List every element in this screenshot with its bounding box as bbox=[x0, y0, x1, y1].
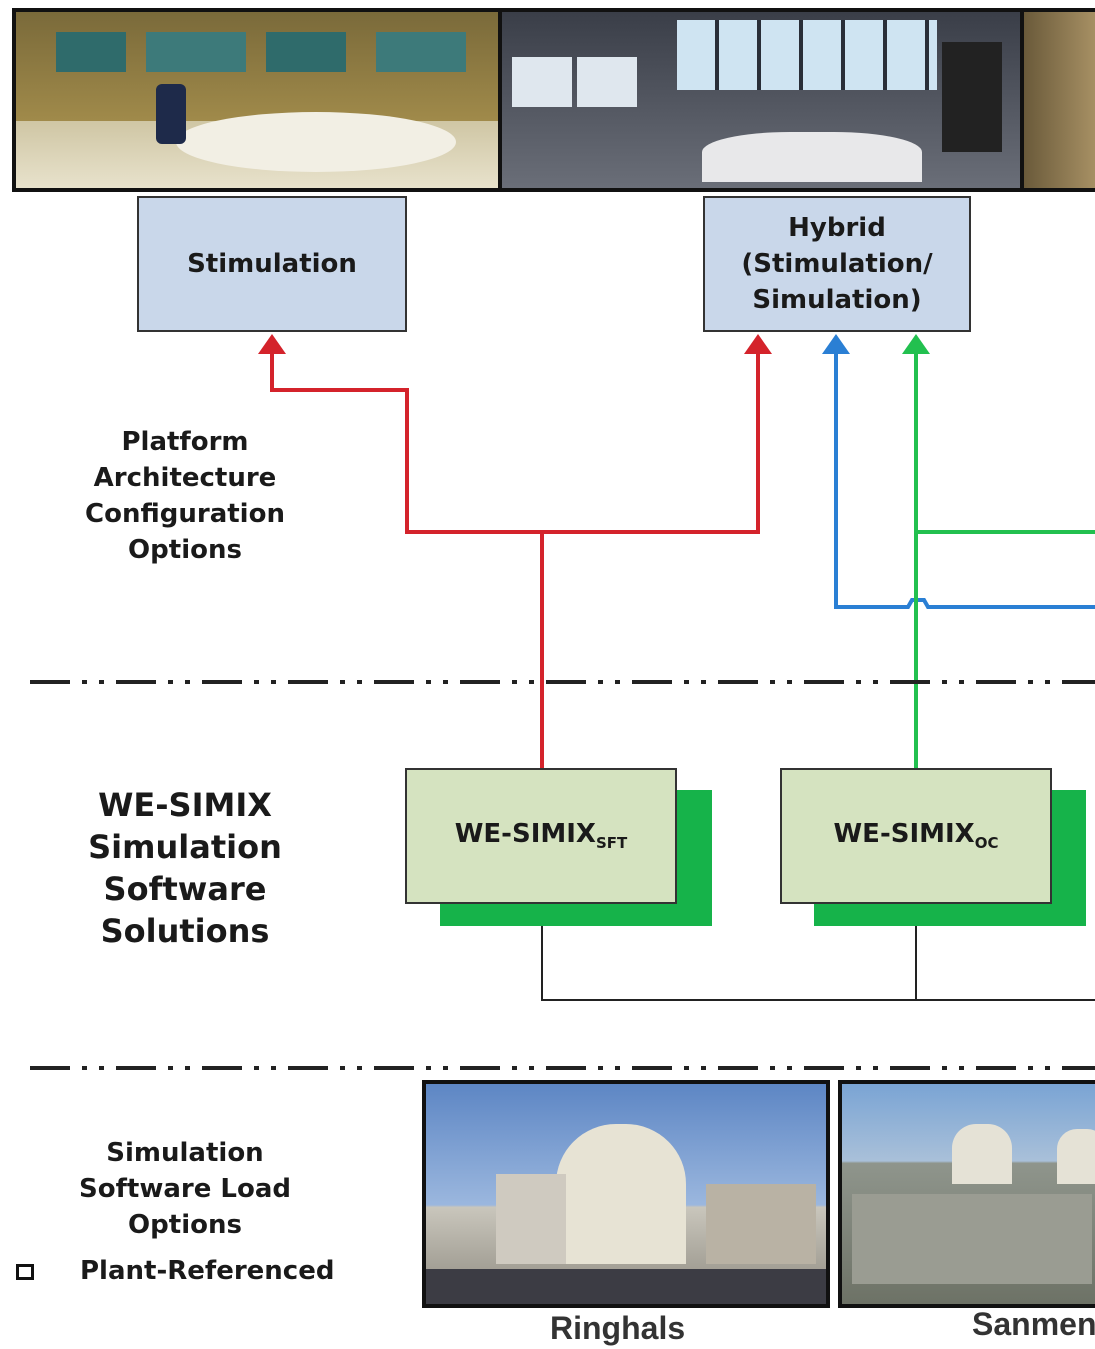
stimulation-box-label: Stimulation bbox=[187, 249, 357, 279]
we-simix-sft-box: WE-SIMIXSFT bbox=[405, 768, 677, 904]
we-simix-oc-box: WE-SIMIXOC bbox=[780, 768, 1052, 904]
red-arrowhead-stimulation bbox=[258, 334, 286, 354]
red-connector bbox=[270, 352, 760, 770]
black-connector bbox=[541, 912, 1095, 1001]
ringhals-caption: Ringhals bbox=[550, 1310, 686, 1346]
we-simix-oc-label: WE-SIMIXOC bbox=[833, 819, 999, 853]
plant-referenced-label: Plant-Referenced bbox=[80, 1256, 335, 1286]
green-connector bbox=[914, 352, 1095, 770]
we-simix-sft-label: WE-SIMIXSFT bbox=[454, 819, 628, 853]
control-room-third-photo bbox=[1020, 8, 1095, 192]
load-section-label: Simulation Software Load Options bbox=[79, 1138, 291, 1240]
control-room-hybrid-photo bbox=[498, 8, 1026, 192]
sanmen-plant-photo bbox=[838, 1080, 1095, 1308]
platform-section-label: Platform Architecture Configuration Opti… bbox=[85, 427, 285, 565]
software-section-label: WE-SIMIX Simulation Software Solutions bbox=[88, 786, 282, 950]
hybrid-box-label: Hybrid (Stimulation/ Simulation) bbox=[741, 213, 933, 315]
hybrid-box: Hybrid (Stimulation/ Simulation) bbox=[703, 196, 971, 332]
sanmen-caption: Sanmen bbox=[972, 1306, 1095, 1342]
control-room-stimulation-photo bbox=[12, 8, 502, 192]
plant-referenced-checkbox bbox=[16, 1264, 34, 1280]
green-arrowhead bbox=[902, 334, 930, 354]
red-arrowhead-hybrid bbox=[744, 334, 772, 354]
stimulation-box: Stimulation bbox=[137, 196, 407, 332]
blue-connector bbox=[834, 352, 1095, 609]
ringhals-plant-photo bbox=[422, 1080, 830, 1308]
blue-arrowhead bbox=[822, 334, 850, 354]
